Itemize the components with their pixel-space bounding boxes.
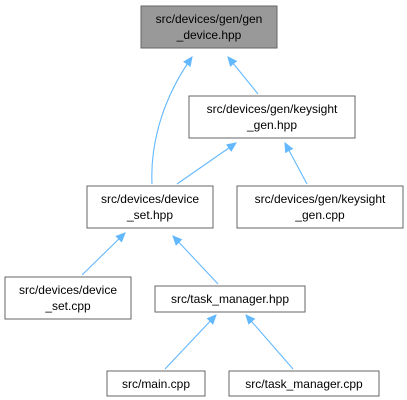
edge-keysight-gen-hpp-to-gen-device-hpp [228,57,259,95]
edges [81,57,308,370]
edge-device-set-cpp-to-device-set-hpp [81,233,125,276]
edge-task-manager-cpp-to-task-manager-hpp [246,315,294,370]
node-keysight-gen-cpp[interactable]: src/devices/gen/keysight _gen.cpp [236,185,404,229]
node-label-line-1: src/task_manager.cpp [245,377,363,391]
node-label-line-1: src/devices/device [19,283,117,297]
node-label-line-2: _gen.hpp [246,118,297,132]
node-main-cpp[interactable]: src/main.cpp [106,370,206,397]
edge-task-manager-hpp-to-device-set-hpp [173,236,219,285]
node-label-line-1: src/devices/gen/keysight [255,192,386,206]
node-label-line-1: src/main.cpp [122,377,190,391]
edge-device-set-hpp-to-gen-device-hpp [151,57,192,185]
node-keysight-gen-hpp[interactable]: src/devices/gen/keysight _gen.hpp [188,95,356,139]
node-task-manager-hpp[interactable]: src/task_manager.hpp [154,285,306,313]
node-gen-device-hpp[interactable]: src/devices/gen/gen _device.hpp [140,5,278,49]
node-label-line-1: src/devices/gen/keysight [207,102,338,116]
node-task-manager-cpp[interactable]: src/task_manager.cpp [228,370,380,397]
node-label-line-2: _gen.cpp [294,208,345,222]
edge-device-set-hpp-to-keysight-gen-hpp [176,143,236,185]
node-label-line-2: _set.hpp [126,208,173,222]
node-label-line-2: _set.cpp [44,299,91,313]
node-label-line-1: src/devices/gen/gen [156,12,263,26]
node-device-set-hpp[interactable]: src/devices/device _set.hpp [86,185,214,229]
nodes: src/devices/gen/gen _device.hpp src/devi… [4,5,404,397]
node-label-line-1: src/task_manager.hpp [171,292,289,306]
edge-keysight-gen-cpp-to-keysight-gen-hpp [285,143,308,185]
node-label-line-2: _device.hpp [176,28,242,42]
node-label-line-1: src/devices/device [101,192,199,206]
edge-main-cpp-to-task-manager-hpp [164,315,216,370]
node-device-set-cpp[interactable]: src/devices/device _set.cpp [4,276,132,320]
